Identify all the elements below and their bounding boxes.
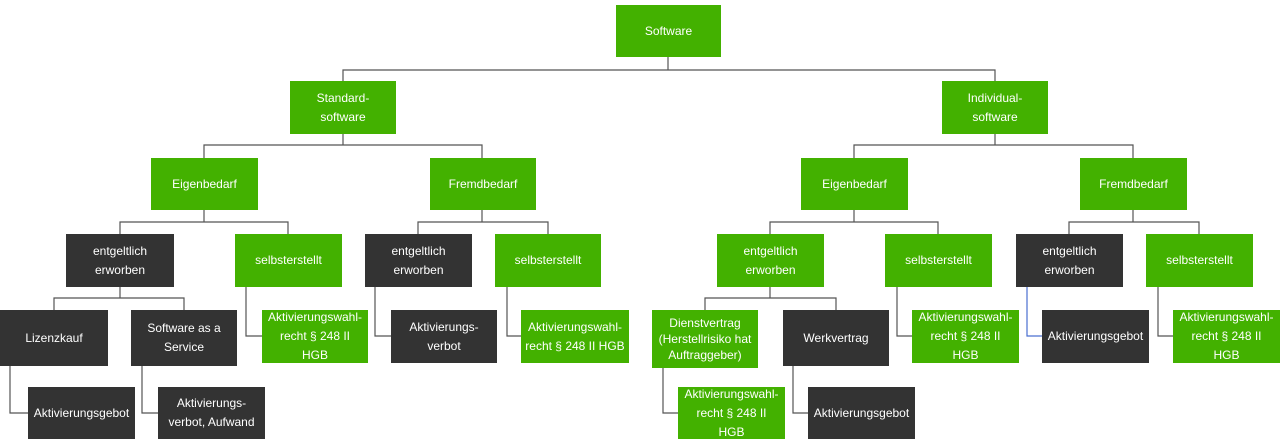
node-ind-eigen-selbst-result: Aktivierungswahl- recht § 248 II HGB (912, 310, 1019, 363)
connector-root (342, 69, 996, 81)
elbow-std-fremd-selbst (506, 287, 521, 337)
connector-std-eigen (119, 221, 289, 234)
node-lizenzkauf-result: Aktivierungsgebot (28, 387, 135, 439)
node-dienstvertrag: Dienstvertrag (Herstellrisiko hat Auftra… (652, 310, 758, 368)
node-standard-software: Standard- software (290, 81, 396, 134)
node-ind-eigen-entgeltlich: entgeltlich erworben (717, 234, 824, 287)
node-werkvertrag: Werkvertrag (783, 310, 889, 366)
node-ind-fremd-selbsterstellt: selbsterstellt (1146, 234, 1253, 287)
node-std-fremd-entgeltlich-result: Aktivierungs- verbot (391, 310, 497, 363)
elbow-lizenzkauf (9, 366, 28, 414)
connector-std-entgeltlich (53, 297, 185, 310)
elbow-werkvertrag (792, 366, 808, 414)
connector-ind-fremd (1068, 221, 1200, 234)
connector-standard (203, 144, 483, 158)
elbow-ind-eigen-selbst (896, 287, 912, 337)
node-werkvertrag-result: Aktivierungsgebot (808, 387, 915, 439)
connector-ind-eigen (769, 221, 939, 234)
elbow-ind-fremd-entgeltlich (1026, 287, 1042, 337)
node-saas-result: Aktivierungs- verbot, Aufwand (158, 387, 265, 439)
elbow-std-fremd-entgeltlich (374, 287, 391, 337)
node-std-eigen-entgeltlich: entgeltlich erworben (66, 234, 174, 287)
connector-std-fremd (417, 221, 549, 234)
node-std-eigenbedarf: Eigenbedarf (151, 158, 258, 210)
elbow-saas (141, 366, 158, 414)
node-dienstvertrag-result: Aktivierungswahl- recht § 248 II HGB (678, 387, 785, 439)
node-software-as-a-service: Software as a Service (131, 310, 237, 366)
node-ind-eigen-selbsterstellt: selbsterstellt (885, 234, 992, 287)
node-ind-fremd-entgeltlich-result: Aktivierungsgebot (1042, 310, 1149, 363)
elbow-ind-fremd-selbst (1157, 287, 1173, 337)
connector-ind-entgeltlich (704, 297, 837, 310)
node-std-fremd-entgeltlich: entgeltlich erworben (365, 234, 472, 287)
node-std-fremd-selbst-result: Aktivierungswahl- recht § 248 II HGB (521, 310, 629, 363)
node-ind-fremd-selbst-result: Aktivierungswahl- recht § 248 II HGB (1173, 310, 1280, 363)
node-std-eigen-selbsterstellt: selbsterstellt (235, 234, 342, 287)
node-software: Software (616, 5, 721, 57)
node-std-eigen-selbst-result: Aktivierungswahl- recht § 248 II HGB (262, 310, 368, 363)
node-ind-eigenbedarf: Eigenbedarf (801, 158, 908, 210)
elbow-dienstvertrag (662, 361, 678, 414)
elbow-std-eigen-selbst (245, 287, 262, 337)
connector-individual (853, 144, 1134, 158)
node-std-fremdbedarf: Fremdbedarf (430, 158, 536, 210)
node-lizenzkauf: Lizenzkauf (0, 310, 108, 366)
node-std-fremd-selbsterstellt: selbsterstellt (495, 234, 601, 287)
node-ind-fremd-entgeltlich: entgeltlich erworben (1016, 234, 1123, 287)
node-individual-software: Individual- software (942, 81, 1048, 134)
node-ind-fremdbedarf: Fremdbedarf (1080, 158, 1187, 210)
